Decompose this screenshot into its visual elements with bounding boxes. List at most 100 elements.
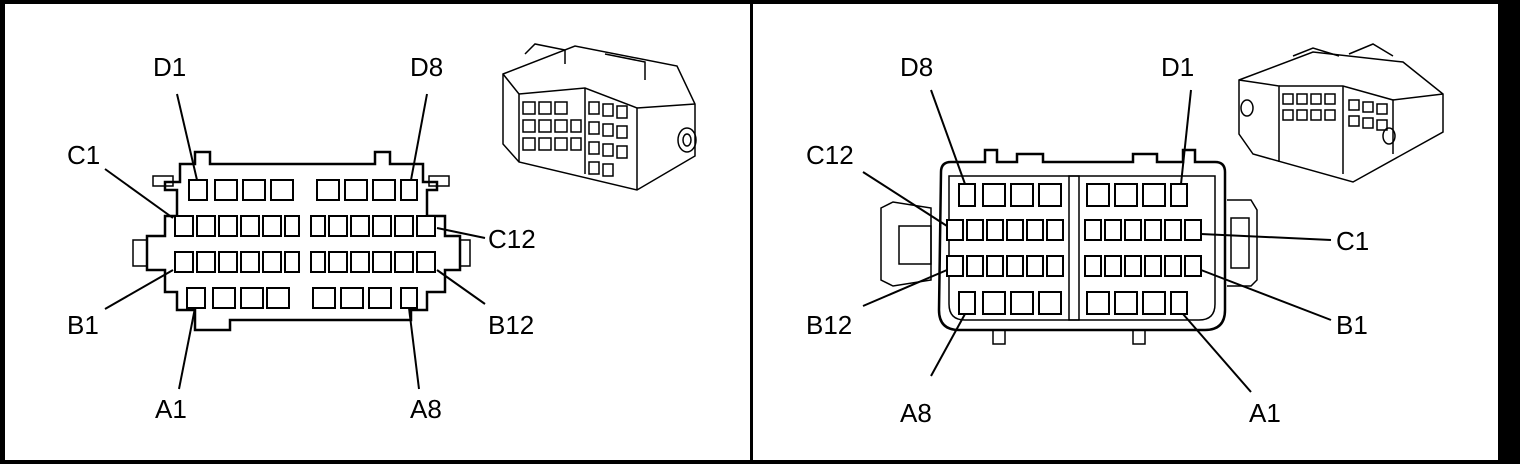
latch-left-side: [132, 239, 148, 267]
leader-d1: [176, 93, 198, 181]
pin-c9: [350, 215, 370, 237]
pin-b5: [1104, 255, 1122, 277]
leader-d1: [1180, 89, 1192, 185]
pin-a8: [400, 287, 418, 309]
connector-face-view-panel: D1 D8 C1 C12 B1 B12 A1 A8: [5, 4, 750, 460]
label-d8: D8: [900, 52, 933, 82]
pin-c4: [1124, 219, 1142, 241]
pin-c5: [262, 215, 282, 237]
pin-d6: [1010, 183, 1034, 207]
label-b1: B1: [1336, 310, 1368, 340]
pin-c2: [196, 215, 216, 237]
leader-c12: [862, 171, 948, 227]
post-bottom-right: [1132, 329, 1146, 345]
pin-row-c: [946, 219, 1202, 241]
pin-d1: [1170, 183, 1188, 207]
pin-b11: [966, 255, 984, 277]
pin-d8: [400, 179, 418, 201]
pin-a3: [1114, 291, 1138, 315]
label-a1: A1: [1249, 398, 1281, 428]
pin-b12: [416, 251, 436, 273]
bracket-right-inner: [1230, 217, 1250, 269]
pin-row-b: [174, 251, 436, 273]
connector-rear-view-panel: D8 D1 C12 C1 B12 B1 A8 A1: [753, 4, 1498, 460]
pin-c6: [284, 215, 300, 237]
pin-a3: [240, 287, 264, 309]
pin-d1: [188, 179, 208, 201]
pin-b10: [986, 255, 1004, 277]
bracket-right: [1227, 199, 1258, 287]
label-a8: A8: [900, 398, 932, 428]
bracket-left-inner: [898, 225, 932, 265]
pin-d8: [958, 183, 976, 207]
pin-a6: [340, 287, 364, 309]
latch-left-top: [152, 175, 174, 187]
label-b1: B1: [67, 310, 99, 340]
pin-b12: [946, 255, 964, 277]
pin-b2: [1164, 255, 1182, 277]
pin-row-c: [174, 215, 436, 237]
post-bottom-left: [992, 329, 1006, 345]
leader-d8: [930, 89, 966, 185]
pin-c3: [218, 215, 238, 237]
leader-b1: [1200, 269, 1332, 321]
pin-a6: [1010, 291, 1034, 315]
pin-c8: [1026, 219, 1044, 241]
pin-c11: [394, 215, 414, 237]
pin-d6: [344, 179, 368, 201]
leader-a1: [1182, 313, 1252, 393]
leader-a8: [930, 313, 966, 377]
pin-b6: [1084, 255, 1102, 277]
pin-row-b: [946, 255, 1202, 277]
leader-c12: [436, 227, 486, 239]
pin-b5: [262, 251, 282, 273]
pin-d2: [1142, 183, 1166, 207]
label-d1: D1: [1161, 52, 1194, 82]
label-d8: D8: [410, 52, 443, 82]
pin-a5: [1038, 291, 1062, 315]
leader-c1: [1200, 233, 1332, 241]
pin-a4: [266, 287, 290, 309]
bracket-left: [880, 201, 932, 287]
pin-d5: [316, 179, 340, 201]
pin-b1: [1184, 255, 1202, 277]
leader-b1: [104, 269, 174, 310]
pin-c4: [240, 215, 260, 237]
pin-d4: [270, 179, 294, 201]
label-a8: A8: [410, 394, 442, 424]
connector-face-view: D1 D8 C1 C12 B1 B12 A1 A8: [67, 43, 697, 424]
label-b12: B12: [806, 310, 852, 340]
pin-b4: [1124, 255, 1142, 277]
label-c1: C1: [1336, 226, 1369, 256]
latch-right-side: [459, 239, 471, 267]
pin-a8: [958, 291, 976, 315]
pin-a1: [1170, 291, 1188, 315]
pin-c5: [1104, 219, 1122, 241]
pin-c12: [946, 219, 964, 241]
label-d1: D1: [153, 52, 186, 82]
pin-b1: [174, 251, 194, 273]
pin-row-d: [958, 183, 1188, 207]
label-a1: A1: [155, 394, 187, 424]
pin-c9: [1006, 219, 1024, 241]
pin-b9: [350, 251, 370, 273]
pin-b4: [240, 251, 260, 273]
pin-c7: [310, 215, 326, 237]
pin-c11: [966, 219, 984, 241]
pin-a7: [368, 287, 392, 309]
leader-d8: [410, 93, 428, 181]
pin-a1: [186, 287, 206, 309]
pin-row-a: [958, 291, 1188, 315]
connector-rear-view: D8 D1 C12 C1 B12 B1 A8 A1: [806, 43, 1444, 428]
pin-d4: [1086, 183, 1110, 207]
pin-b6: [284, 251, 300, 273]
pin-c2: [1164, 219, 1182, 241]
center-divider: [1068, 175, 1080, 321]
label-c12: C12: [488, 224, 536, 254]
pin-a2: [1142, 291, 1166, 315]
label-c12: C12: [806, 140, 854, 170]
pin-c8: [328, 215, 348, 237]
pin-c7: [1046, 219, 1064, 241]
leader-a1: [178, 307, 196, 390]
connector-rear-isometric-illustration: [1238, 43, 1444, 183]
